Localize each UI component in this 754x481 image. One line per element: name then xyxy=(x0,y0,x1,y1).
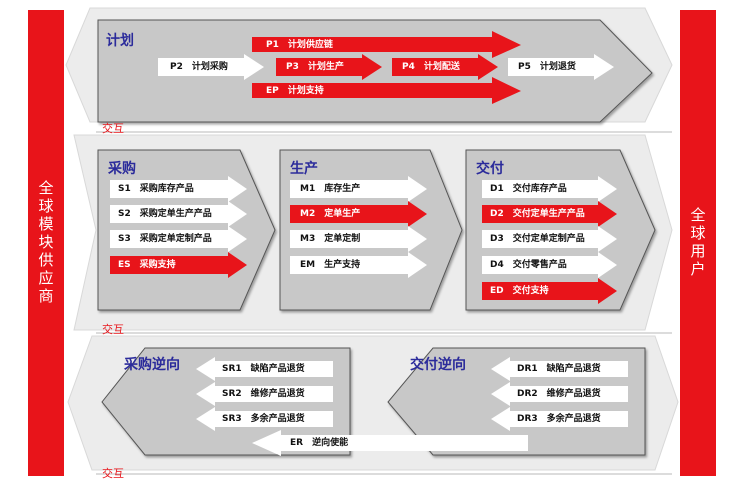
reverse-purchase-title: 采购逆向 xyxy=(124,357,180,373)
global-module-supplier-bar: 全球模块供应商 xyxy=(28,10,64,476)
m1-arrow xyxy=(290,176,427,202)
p2-arrow xyxy=(158,54,264,80)
p3-arrow xyxy=(276,54,382,80)
er-label: ER 逆向使能 xyxy=(290,438,349,448)
p2-label: P2 计划采购 xyxy=(170,62,228,72)
global-user-bar: 全球用户 xyxy=(680,10,716,476)
interaction-label-2: 交互 xyxy=(102,323,124,336)
user-label: 全球用户 xyxy=(688,207,707,279)
purchase-title: 采购 xyxy=(108,161,136,177)
s2-label: S2 采购定单生产产品 xyxy=(118,209,212,219)
d1-label: D1 交付库存产品 xyxy=(490,184,567,194)
s2-arrow xyxy=(110,201,247,227)
d4-label: D4 交付零售产品 xyxy=(490,260,567,270)
production-title: 生产 xyxy=(290,161,318,177)
sr1-label: SR1 缺陷产品退货 xyxy=(222,364,305,374)
es-arrow xyxy=(110,252,247,278)
dr1-label: DR1 缺陷产品退货 xyxy=(517,364,601,374)
ed-arrow xyxy=(482,278,617,304)
dr2-arrow xyxy=(491,382,628,406)
p3-label: P3 计划生产 xyxy=(286,62,344,72)
dr2-label: DR2 维修产品退货 xyxy=(517,389,601,399)
p1-label: P1 计划供应链 xyxy=(266,40,333,50)
d4-arrow xyxy=(482,252,617,278)
delivery-title: 交付 xyxy=(476,161,504,177)
m1-label: M1 库存生产 xyxy=(300,184,361,194)
sr2-arrow xyxy=(196,382,333,406)
sr1-arrow xyxy=(196,357,333,381)
em-arrow xyxy=(290,252,427,278)
d2-arrow xyxy=(482,201,617,227)
m3-arrow xyxy=(290,226,427,252)
p4-label: P4 计划配送 xyxy=(402,62,460,72)
es-label: ES 采购支持 xyxy=(118,260,176,270)
ed-label: ED 交付支持 xyxy=(490,286,549,296)
sr2-label: SR2 维修产品退货 xyxy=(222,389,305,399)
s3-arrow xyxy=(110,226,247,252)
d2-label: D2 交付定单生产产品 xyxy=(490,209,585,219)
dr3-label: DR3 多余产品退货 xyxy=(517,414,601,424)
s1-label: S1 采购库存产品 xyxy=(118,184,194,194)
reverse-delivery-title: 交付逆向 xyxy=(410,357,466,373)
dr1-arrow xyxy=(491,357,628,381)
d3-label: D3 交付定单定制产品 xyxy=(490,234,585,244)
m2-label: M2 定单生产 xyxy=(300,209,361,219)
s3-label: S3 采购定单定制产品 xyxy=(118,234,212,244)
ep-label: EP 计划支持 xyxy=(266,86,324,96)
p5-arrow xyxy=(508,54,614,80)
dr3-arrow xyxy=(491,407,628,431)
m2-arrow xyxy=(290,201,427,227)
interaction-label-3: 交互 xyxy=(102,467,124,480)
sr3-label: SR3 多余产品退货 xyxy=(222,414,305,424)
plan-title: 计划 xyxy=(106,33,134,49)
p5-label: P5 计划退货 xyxy=(518,62,576,72)
em-label: EM 生产支持 xyxy=(300,260,361,270)
m3-label: M3 定单定制 xyxy=(300,234,361,244)
d1-arrow xyxy=(482,176,617,202)
ep-arrow xyxy=(252,77,521,104)
p4-arrow xyxy=(392,54,498,80)
sr3-arrow xyxy=(196,407,333,431)
d3-arrow xyxy=(482,226,617,252)
p1-arrow xyxy=(252,31,521,58)
er-arrow xyxy=(252,430,528,456)
interaction-label-1: 交互 xyxy=(102,122,124,135)
s1-arrow xyxy=(110,176,247,202)
supplier-label: 全球模块供应商 xyxy=(36,180,55,306)
